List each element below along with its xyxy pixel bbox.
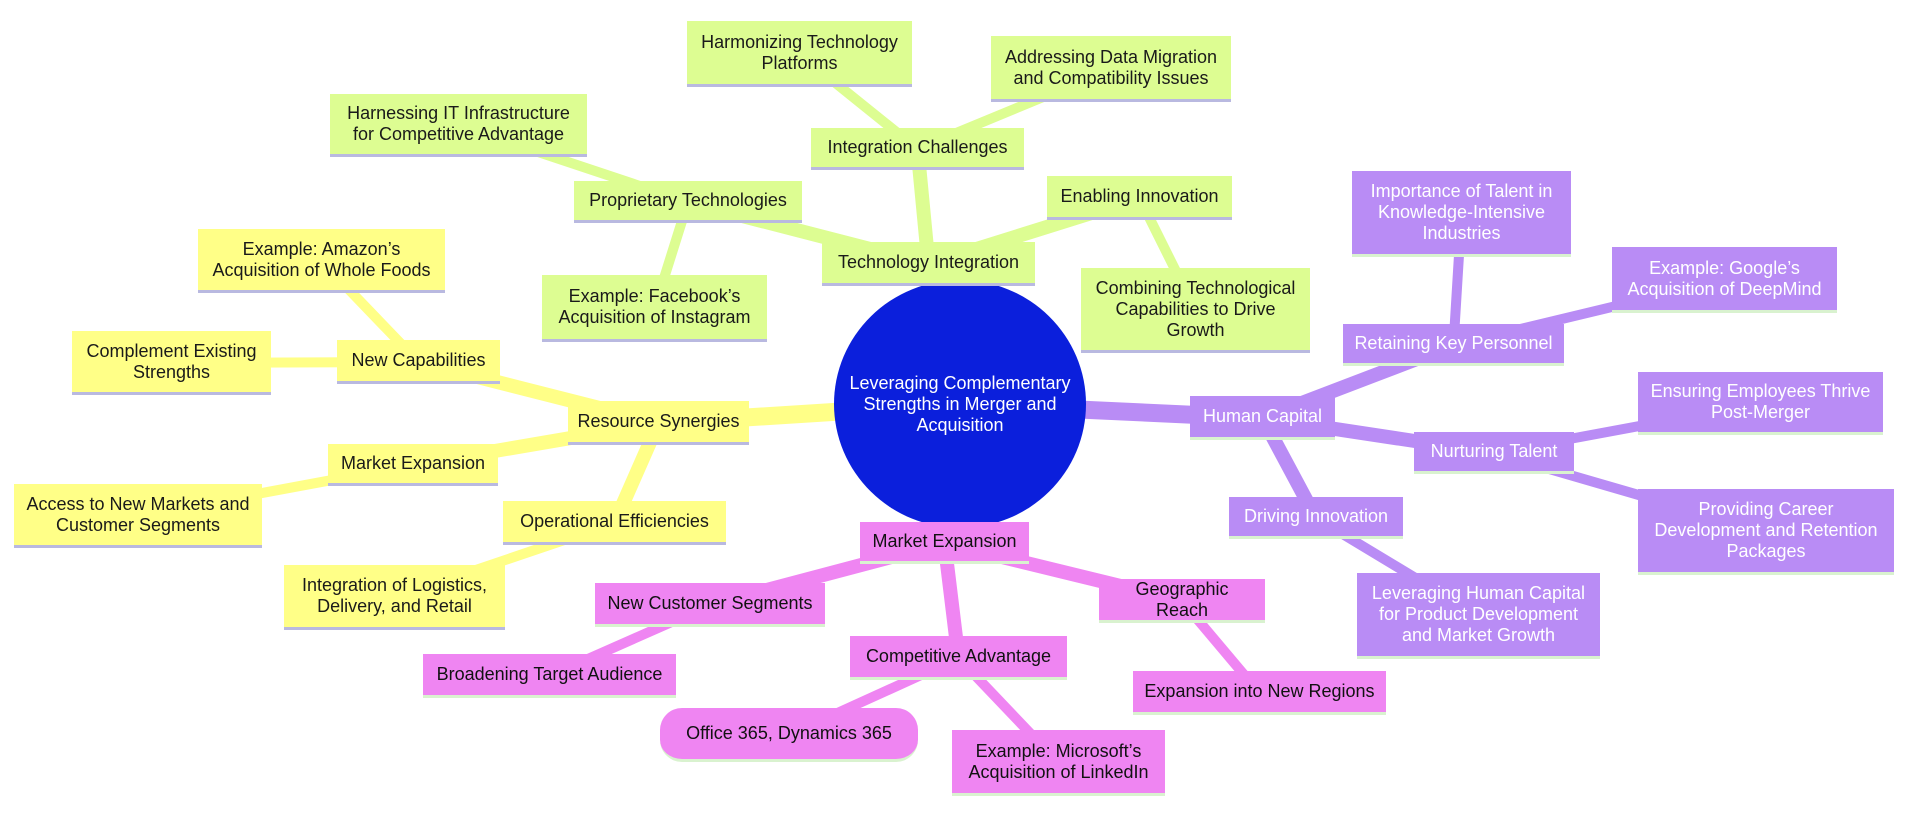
- employees-thrive-node: Ensuring Employees Thrive Post-Merger: [1638, 372, 1883, 435]
- integration-challenges-node: Integration Challenges: [811, 128, 1024, 170]
- human-capital-node: Human Capital: [1190, 396, 1335, 440]
- new-capabilities-node: New Capabilities: [337, 340, 500, 384]
- resource-synergies-node: Resource Synergies: [568, 401, 749, 445]
- amazon-example-node: Example: Amazon’s Acquisition of Whole F…: [198, 229, 445, 293]
- access-new-markets-node: Access to New Markets and Customer Segme…: [14, 484, 262, 548]
- talent-importance-node: Importance of Talent in Knowledge-Intens…: [1352, 171, 1571, 257]
- new-regions-node: Expansion into New Regions: [1133, 671, 1386, 715]
- office-dynamics-node: Office 365, Dynamics 365: [660, 708, 918, 762]
- leveraging-human-capital-node: Leveraging Human Capital for Product Dev…: [1357, 573, 1600, 659]
- nurturing-talent-node: Nurturing Talent: [1414, 432, 1574, 474]
- technology-integration-node: Technology Integration: [822, 242, 1035, 286]
- driving-innovation-node: Driving Innovation: [1229, 497, 1403, 539]
- competitive-advantage-node: Competitive Advantage: [850, 636, 1067, 680]
- harmonizing-platforms-node: Harmonizing Technology Platforms: [687, 21, 912, 87]
- root-node: Leveraging Complementary Strengths in Me…: [834, 280, 1086, 528]
- facebook-example-node: Example: Facebook’s Acquisition of Insta…: [542, 275, 767, 342]
- complement-strengths-node: Complement Existing Strengths: [72, 331, 271, 395]
- resource-market-expansion-node: Market Expansion: [328, 444, 498, 486]
- retaining-personnel-node: Retaining Key Personnel: [1343, 324, 1564, 366]
- enabling-innovation-node: Enabling Innovation: [1047, 176, 1232, 220]
- microsoft-example-node: Example: Microsoft’s Acquisition of Link…: [952, 730, 1165, 796]
- market-expansion-node: Market Expansion: [860, 522, 1029, 564]
- operational-efficiencies-node: Operational Efficiencies: [503, 501, 726, 545]
- geographic-reach-node: Geographic Reach: [1099, 579, 1265, 623]
- new-customer-segments-node: New Customer Segments: [595, 583, 825, 627]
- logistics-integration-node: Integration of Logistics, Delivery, and …: [284, 565, 505, 630]
- combining-capabilities-node: Combining Technological Capabilities to …: [1081, 268, 1310, 353]
- data-migration-node: Addressing Data Migration and Compatibil…: [991, 36, 1231, 102]
- career-development-node: Providing Career Development and Retenti…: [1638, 489, 1894, 575]
- harnessing-it-node: Harnessing IT Infrastructure for Competi…: [330, 94, 587, 157]
- proprietary-technologies-node: Proprietary Technologies: [574, 181, 802, 223]
- broadening-audience-node: Broadening Target Audience: [423, 654, 676, 698]
- google-example-node: Example: Google’s Acquisition of DeepMin…: [1612, 247, 1837, 313]
